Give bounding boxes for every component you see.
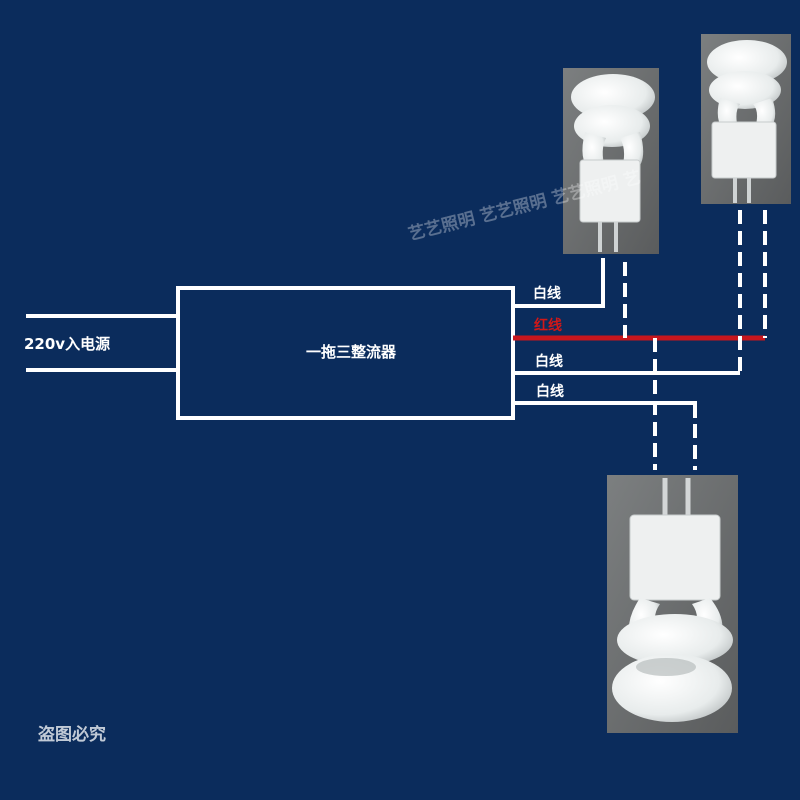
wire-red-label: 红线: [534, 317, 562, 334]
wire-white-3: [513, 401, 697, 418]
lamp-photo-top-left: [563, 68, 659, 254]
wire-white-1-label: 白线: [533, 285, 561, 302]
power-input-label: 220v入电源: [24, 335, 110, 353]
wire-white-3-label: 白线: [536, 383, 564, 400]
lamp-photo-bottom: [607, 475, 738, 733]
ballast-label: 一拖三整流器: [306, 343, 397, 361]
wire-white-2-label: 白线: [535, 353, 563, 370]
lamp-photo-top-right: [701, 34, 791, 204]
ballast-box: [176, 286, 515, 420]
copyright-notice: 盗图必究: [38, 724, 106, 745]
